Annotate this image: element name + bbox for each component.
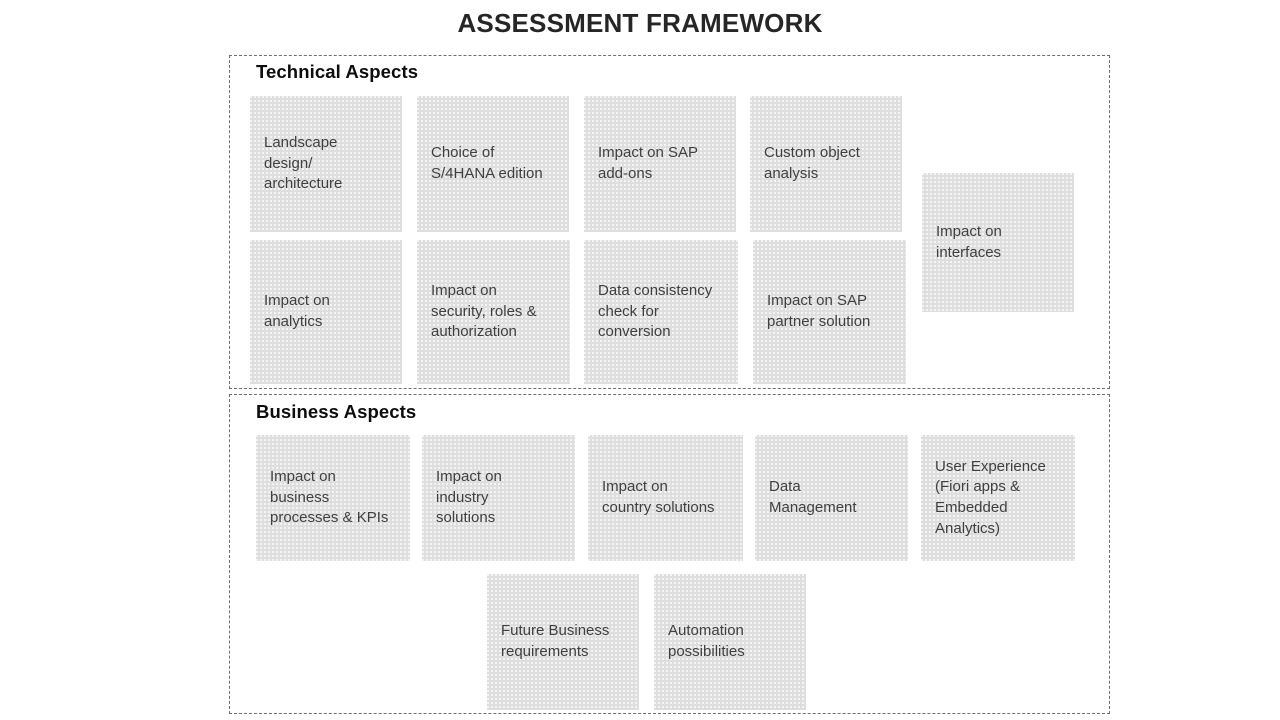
card-label: Impact on analytics: [264, 292, 330, 330]
card-automation-possibilities[interactable]: Automation possibilities: [654, 574, 806, 710]
card-label: Impact on industry solutions: [436, 467, 502, 527]
technical-aspects-title: Technical Aspects: [256, 61, 419, 82]
card-label: Impact on interfaces: [936, 222, 1002, 261]
card-data-consistency-check-for-conversion[interactable]: Data consistency check for conversion: [584, 240, 738, 384]
card-impact-on-analytics[interactable]: Impact on analytics: [250, 240, 402, 384]
card-impact-on-sap-add-ons[interactable]: Impact on SAP add-ons: [584, 96, 736, 232]
card-label: Impact on security, roles & authorizatio…: [431, 281, 537, 341]
card-label: Impact on country solutions: [602, 478, 715, 516]
card-landscape-design-architecture[interactable]: Landscape design/ architecture: [250, 96, 402, 232]
card-data-management[interactable]: Data Management: [755, 435, 908, 561]
card-label: Automation possibilities: [668, 622, 745, 660]
card-label: Future Business requirements: [501, 622, 610, 660]
card-label: Impact on SAP partner solution: [767, 292, 871, 330]
card-choice-of-s4hana-edition[interactable]: Choice of S/4HANA edition: [417, 96, 569, 232]
technical-aspects-group: [229, 55, 1110, 389]
card-label: Custom object analysis: [764, 144, 860, 182]
card-impact-on-industry-solutions[interactable]: Impact on industry solutions: [422, 435, 575, 561]
page-title: ASSESSMENT FRAMEWORK: [457, 8, 823, 38]
card-label: Data consistency check for conversion: [598, 281, 713, 341]
card-label: User Experience (Fiori apps & Embedded A…: [935, 457, 1046, 537]
card-label: Impact on business processes & KPIs: [270, 467, 389, 527]
business-aspects-group: [229, 394, 1110, 714]
card-impact-on-country-solutions[interactable]: Impact on country solutions: [588, 435, 743, 561]
card-impact-on-interfaces[interactable]: Impact on interfaces: [922, 173, 1074, 312]
card-label: Data Management: [769, 478, 857, 516]
card-impact-on-security-roles-authorization[interactable]: Impact on security, roles & authorizatio…: [417, 240, 570, 384]
card-label: Landscape design/ architecture: [264, 133, 343, 193]
card-label: Impact on SAP add-ons: [598, 144, 699, 182]
card-label: Choice of S/4HANA edition: [431, 144, 543, 182]
card-future-business-requirements[interactable]: Future Business requirements: [487, 574, 639, 710]
business-aspects-title: Business Aspects: [256, 401, 417, 422]
card-user-experience-fiori-embedded-analytics[interactable]: User Experience (Fiori apps & Embedded A…: [921, 435, 1075, 561]
card-custom-object-analysis[interactable]: Custom object analysis: [750, 96, 902, 232]
card-impact-on-business-processes-kpis[interactable]: Impact on business processes & KPIs: [256, 435, 410, 561]
card-impact-on-sap-partner-solution[interactable]: Impact on SAP partner solution: [753, 240, 906, 384]
